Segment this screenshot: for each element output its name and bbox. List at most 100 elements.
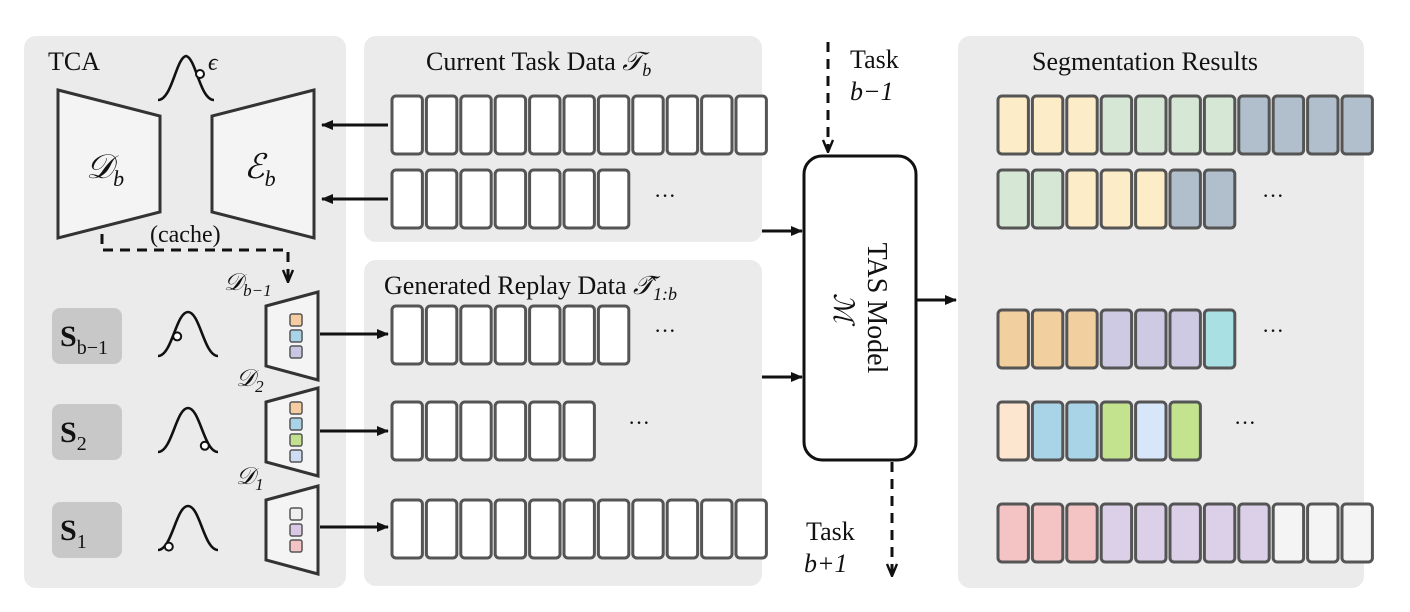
result-row-1-cell [1340,94,1374,156]
result-row-2-cell [1099,168,1134,230]
current-row-2-cell [596,168,631,230]
result-row-1-cell [1306,94,1340,156]
current-row-2-cell [528,168,562,230]
current-row-1-cell [390,94,424,156]
replay-row-1-cell [596,304,631,366]
encoder-label: ℰb [244,149,276,191]
stat-box-1 [52,502,122,558]
replay-title: Generated Replay Data 𝒯̂1:b [384,271,677,304]
result-row4-ellipsis: ··· [1234,410,1256,435]
result-row-1-cell [1030,94,1065,156]
result-row-3-cell [1030,308,1065,370]
mini-decoder-chip [289,417,303,431]
replay-row-3-cell [631,498,665,560]
replay-row-2-cell [459,400,493,462]
replay-row-3-cell [528,498,562,560]
current-row-1-cell [424,94,459,156]
result-row-5-cell [1271,502,1306,564]
result-row-5-cell [1306,502,1340,564]
result-row-1-cell [1202,94,1237,156]
mini-decoder-2 [264,386,320,478]
current-row2-ellipsis: ··· [654,183,676,208]
mini-decoder-chip [289,539,303,553]
stat-gaussian-icon [157,504,219,552]
replay-row-3-cell [424,498,459,560]
current-row-1-cell [562,94,596,156]
result-row-3-cell [1099,308,1134,370]
task-prev-value: b−1 [850,77,894,106]
result-row-1-cell [1099,94,1134,156]
result-row-1-cell [996,94,1030,156]
stat-sample-dot [163,541,174,552]
cache-dashed-arrow [100,234,288,282]
replay-row-2-cell [424,400,459,462]
mini-decoder-chip [289,523,303,537]
result-row-3-cell [1168,308,1202,370]
replay-row-3-cell [459,498,493,560]
epsilon-label: ϵ [208,50,219,76]
result-row-2-cell [1202,168,1237,230]
replay-row-1-cell [424,304,459,366]
stat-sample-dot [172,331,183,342]
result-row-5-cell [1099,502,1134,564]
noise-gaussian-icon [157,54,215,102]
result-row-5-cell [1168,502,1202,564]
cache-label: (cache) [150,222,221,248]
result-row-5-cell [1134,502,1168,564]
replay-row-3-cell [390,498,424,560]
decoder-block [56,88,162,240]
replay-row2-ellipsis: ··· [628,410,650,435]
current-row-2-cell [562,168,596,230]
encoder-block [210,88,316,240]
current-task-rows [390,94,768,230]
replay-row-1-cell [390,304,424,366]
stat-label-1: S1 [60,514,87,553]
result-row-5-cell [1030,502,1065,564]
stat-sample-dot [199,440,210,451]
replay-row-2-cell [528,400,562,462]
result-row-5-cell [996,502,1030,564]
result-row-2-cell [996,168,1030,230]
replay-rows [390,304,768,560]
result-row-1-cell [1237,94,1271,156]
result-row-3-cell [996,308,1030,370]
result-row-1-cell [1271,94,1306,156]
stat-label-2: S2 [60,416,87,455]
mini-decoder-chip [289,449,303,463]
result-row-1-cell [1134,94,1168,156]
result-row-5-cell [1202,502,1237,564]
current-row-1-cell [459,94,493,156]
result-row-4-cell [1099,400,1134,462]
result-rows [996,94,1374,564]
result-row-2-cell [1065,168,1099,230]
replay-row-2-cell [493,400,528,462]
replay-row-1-cell [493,304,528,366]
current-row-1-cell [493,94,528,156]
result-row-4-cell [996,400,1030,462]
replay-row-3-cell [562,498,596,560]
noise-sample-dot [195,69,205,79]
replay-row-1-cell [528,304,562,366]
current-row-1-cell [528,94,562,156]
result-row2-ellipsis: ··· [1262,183,1284,208]
stat-box-2 [52,404,122,460]
replay-row-3-cell [493,498,528,560]
tas-model-label: TAS Model [861,243,892,374]
current-row-2-cell [424,168,459,230]
tas-model-symbol: ℳ [827,293,858,327]
result-row-3-cell [1202,308,1237,370]
task-next-label: Task [806,517,855,546]
replay-row-1-cell [459,304,493,366]
current-row-1-cell [700,94,734,156]
result-row-4-cell [1030,400,1065,462]
result-row-2-cell [1134,168,1168,230]
tas-model-label-group: TAS Model ℳ [827,243,892,374]
current-task-title: Current Task Data 𝒯b [426,47,651,80]
task-next-value: b+1 [804,549,848,578]
replay-row-3-cell [665,498,700,560]
replay-row-1-cell [562,304,596,366]
replay-row-3-cell [596,498,631,560]
result-row-3-cell [1134,308,1168,370]
replay-row-3-cell [700,498,734,560]
